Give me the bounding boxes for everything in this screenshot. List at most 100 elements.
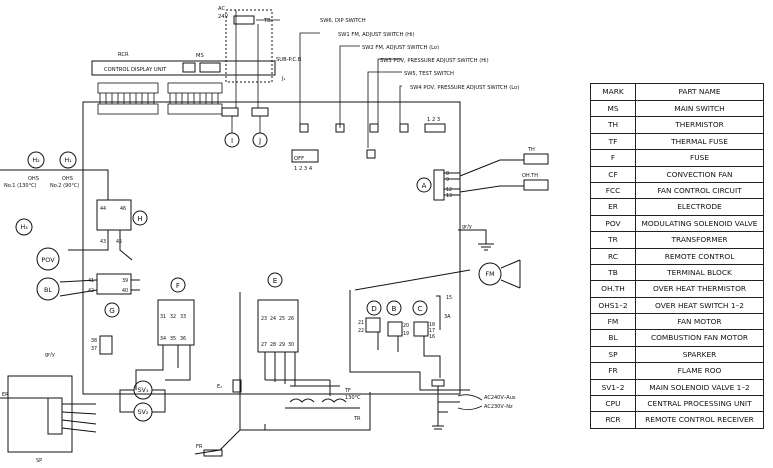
- mark-cell: TR: [590, 231, 636, 249]
- right-ground-label: gr/y: [462, 224, 472, 230]
- er-label: ER: [2, 392, 9, 398]
- pin-a-8: 8: [446, 171, 449, 177]
- pin-b-20: 20: [403, 323, 409, 329]
- mark-cell: RCR: [590, 411, 636, 429]
- part-name-cell: MAIN SOLENOID VALVE 1–2: [635, 378, 764, 397]
- pin-g-41: 41: [88, 278, 94, 284]
- switch-label-sw2: SW2 FM, ADJUST SWITCH (Lo): [362, 45, 439, 51]
- th-label: TH: [527, 147, 535, 153]
- pin-e-25: 25: [279, 316, 285, 322]
- pin-g-39: 39: [122, 278, 128, 284]
- pin-f-35: 35: [170, 336, 176, 342]
- mark-cell: MS: [590, 99, 636, 118]
- bl-label: BL: [44, 286, 52, 294]
- ohth-label: OH.TH: [522, 173, 538, 179]
- pin-f-31: 31: [160, 314, 166, 320]
- part-name-cell: MAIN SWITCH: [635, 99, 764, 118]
- part-name-cell: MODULATING SOLENOID VALVE: [635, 214, 764, 233]
- mark-cell: TB: [590, 263, 636, 282]
- part-name-cell: REMOTE CONTROL: [635, 247, 764, 265]
- part-name-cell: CONVECTION FAN: [635, 165, 764, 183]
- switch-label-sw4: SW4 POV, PRESSURE ADJUST SWITCH (Lo): [410, 85, 519, 91]
- part-name-cell: OVER HEAT THERMISTOR: [635, 280, 764, 298]
- switch-label-sw1: SW1 FM, ADJUST SWITCH (Hi): [338, 32, 415, 38]
- connector-e: E: [273, 276, 278, 285]
- sv1-label: SV₁: [138, 386, 149, 394]
- pin-e-26: 26: [288, 316, 294, 322]
- mark-cell: CF: [590, 165, 636, 183]
- ohs-no2-label: No.2 (90°C): [50, 183, 79, 189]
- pin-e-29: 29: [279, 342, 285, 348]
- connector-b: B: [392, 304, 397, 313]
- mark-cell: F: [590, 149, 636, 167]
- rcr-label: RCR: [118, 52, 129, 58]
- mark-cell: OH.TH: [590, 280, 636, 298]
- pin-b-19: 19: [403, 331, 409, 337]
- pin-37: 37: [91, 346, 97, 352]
- pin-d-21: 21: [358, 320, 364, 326]
- connector-i: I: [231, 136, 233, 145]
- mark-cell: POV: [590, 214, 636, 233]
- pov-label: POV: [41, 256, 55, 264]
- part-name-cell: FUSE: [635, 149, 764, 167]
- mark-cell: FM: [590, 313, 636, 331]
- pin-h-43: 43: [100, 239, 106, 245]
- part-name-cell: TERMINAL BLOCK: [635, 263, 764, 282]
- part-name-cell: THERMAL FUSE: [635, 132, 764, 151]
- mark-cell: SV1–2: [590, 378, 636, 397]
- pin-c-17: 17: [429, 328, 435, 334]
- sp-label: SP: [36, 458, 42, 464]
- left-ground-label: gr/y: [45, 352, 55, 358]
- part-name-cell: THERMISTOR: [635, 116, 764, 134]
- fm-label: FM: [485, 270, 494, 278]
- dip-off-label: OFF: [294, 156, 304, 162]
- part-name-cell: TRANSFORMER: [635, 231, 764, 249]
- connector-f: F: [176, 281, 180, 290]
- part-name-cell: COMBUSTION FAN MOTOR: [635, 329, 764, 347]
- mark-cell: OHS1–2: [590, 296, 636, 315]
- pin-e-27: 27: [261, 342, 267, 348]
- pin-a-12: 12: [446, 187, 452, 193]
- mark-cell: FR: [590, 362, 636, 380]
- switch-label-sw5: SW5, TEST SWITCH: [404, 71, 454, 77]
- ohs-no1-label: No.1 (130°C): [4, 183, 37, 189]
- part-name-cell: CENTRAL PROCESSING UNIT: [635, 395, 764, 413]
- control-display-unit-box: [91, 60, 276, 76]
- pin-e-28: 28: [270, 342, 276, 348]
- mark-cell: CPU: [590, 395, 636, 413]
- e1-label: E₁: [217, 384, 222, 390]
- part-name-cell: OVER HEAT SWITCH 1–2: [635, 296, 764, 315]
- parts-table-header: MARK PART NAME: [590, 83, 764, 101]
- connector-d: D: [371, 304, 377, 313]
- control-display-unit-label: CONTROL DISPLAY UNIT: [104, 67, 167, 73]
- mark-cell: TF: [590, 132, 636, 151]
- sub-pcb-label: SUB-P.C.B: [276, 57, 302, 63]
- pin-a-13: 13: [446, 193, 452, 199]
- pin-h-45: 45: [116, 239, 122, 245]
- connector-g: G: [109, 306, 115, 315]
- part-name-cell: FLAME ROO: [635, 362, 764, 380]
- header-mark: MARK: [590, 83, 636, 101]
- pin-h-46: 46: [120, 206, 126, 212]
- tr-label: TR: [353, 416, 361, 422]
- pin-e-30: 30: [288, 342, 294, 348]
- pin-e-24: 24: [270, 316, 276, 322]
- pin-d-22: 22: [358, 328, 364, 334]
- pin-a-9: 9: [446, 177, 449, 183]
